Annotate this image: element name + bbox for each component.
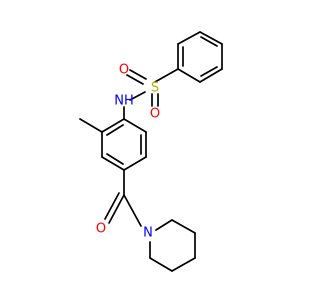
carbonyl-bonds [104, 169, 142, 227]
atom-o-sulfonyl-bottom: O [150, 107, 160, 122]
atom-o-sulfonyl-left: O [119, 63, 129, 78]
bond [104, 192, 120, 220]
piperidine-ring [149, 219, 196, 272]
bond [199, 31, 223, 45]
atom-o-carbonyl: O [96, 222, 106, 237]
bond [106, 124, 124, 136]
sulfonyl-bonds [123, 68, 179, 120]
atom-labels: O S O NH O N [96, 63, 160, 241]
bond [154, 68, 179, 83]
bond [177, 31, 201, 45]
bond [123, 194, 142, 227]
bond [129, 69, 147, 80]
phenyl-ring [177, 31, 223, 83]
bond [155, 219, 173, 231]
bond [149, 257, 173, 272]
aniline-ring [101, 118, 147, 171]
bond [123, 156, 147, 171]
bond [171, 257, 196, 272]
bond [200, 66, 218, 77]
bond [108, 194, 125, 224]
bond [123, 118, 147, 133]
bond [101, 156, 125, 171]
bond [177, 68, 201, 83]
bond [129, 91, 146, 101]
bond [199, 68, 223, 83]
methyl-bond [79, 118, 103, 133]
molecule-canvas: O S O NH O N [79, 31, 223, 272]
bond [200, 36, 218, 47]
bond [101, 118, 125, 133]
atom-s: S [151, 81, 159, 96]
atom-nh: NH [114, 94, 134, 109]
bond [106, 153, 124, 165]
chemical-structure-diagram: O S O NH O N [79, 31, 223, 272]
bond [171, 219, 196, 234]
bond [126, 74, 144, 85]
atom-n-piperidine: N [143, 226, 153, 241]
